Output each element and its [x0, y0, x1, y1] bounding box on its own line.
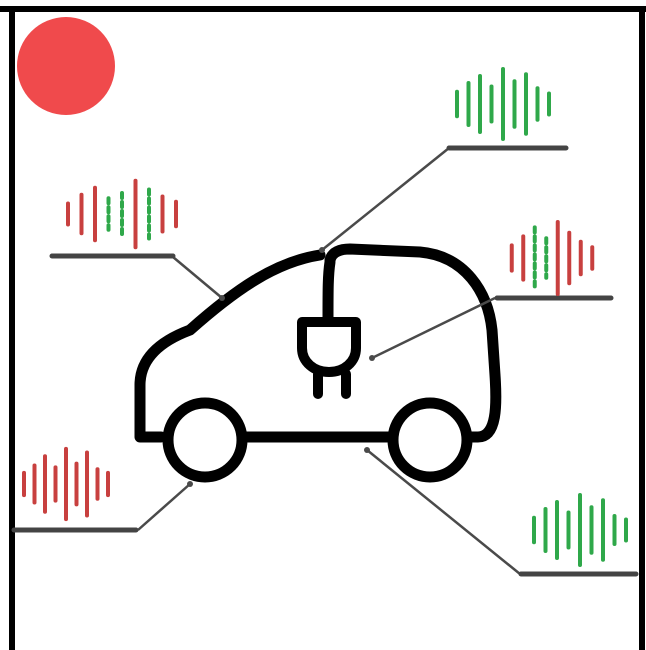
sound-wave-plug-icon — [512, 222, 593, 294]
leader-roof-front — [173, 257, 222, 298]
leader-lines — [138, 148, 520, 574]
electric-car-icon — [140, 249, 496, 477]
sound-wave-roof-front-icon — [68, 181, 176, 248]
charging-plug-icon — [302, 322, 356, 394]
red-status-dot-icon — [17, 17, 115, 115]
sound-wave-front-wheel-icon — [24, 449, 108, 519]
leader-plug — [372, 298, 495, 358]
charging-cable — [328, 262, 330, 318]
sound-wave-roof-rear-icon — [457, 69, 549, 139]
leader-roof-rear — [322, 148, 449, 250]
front-wheel-icon — [168, 403, 242, 477]
leader-front-wheel — [138, 484, 190, 530]
rear-wheel-icon — [393, 403, 467, 477]
sound-wave-rear-wheel-icon — [534, 495, 626, 565]
